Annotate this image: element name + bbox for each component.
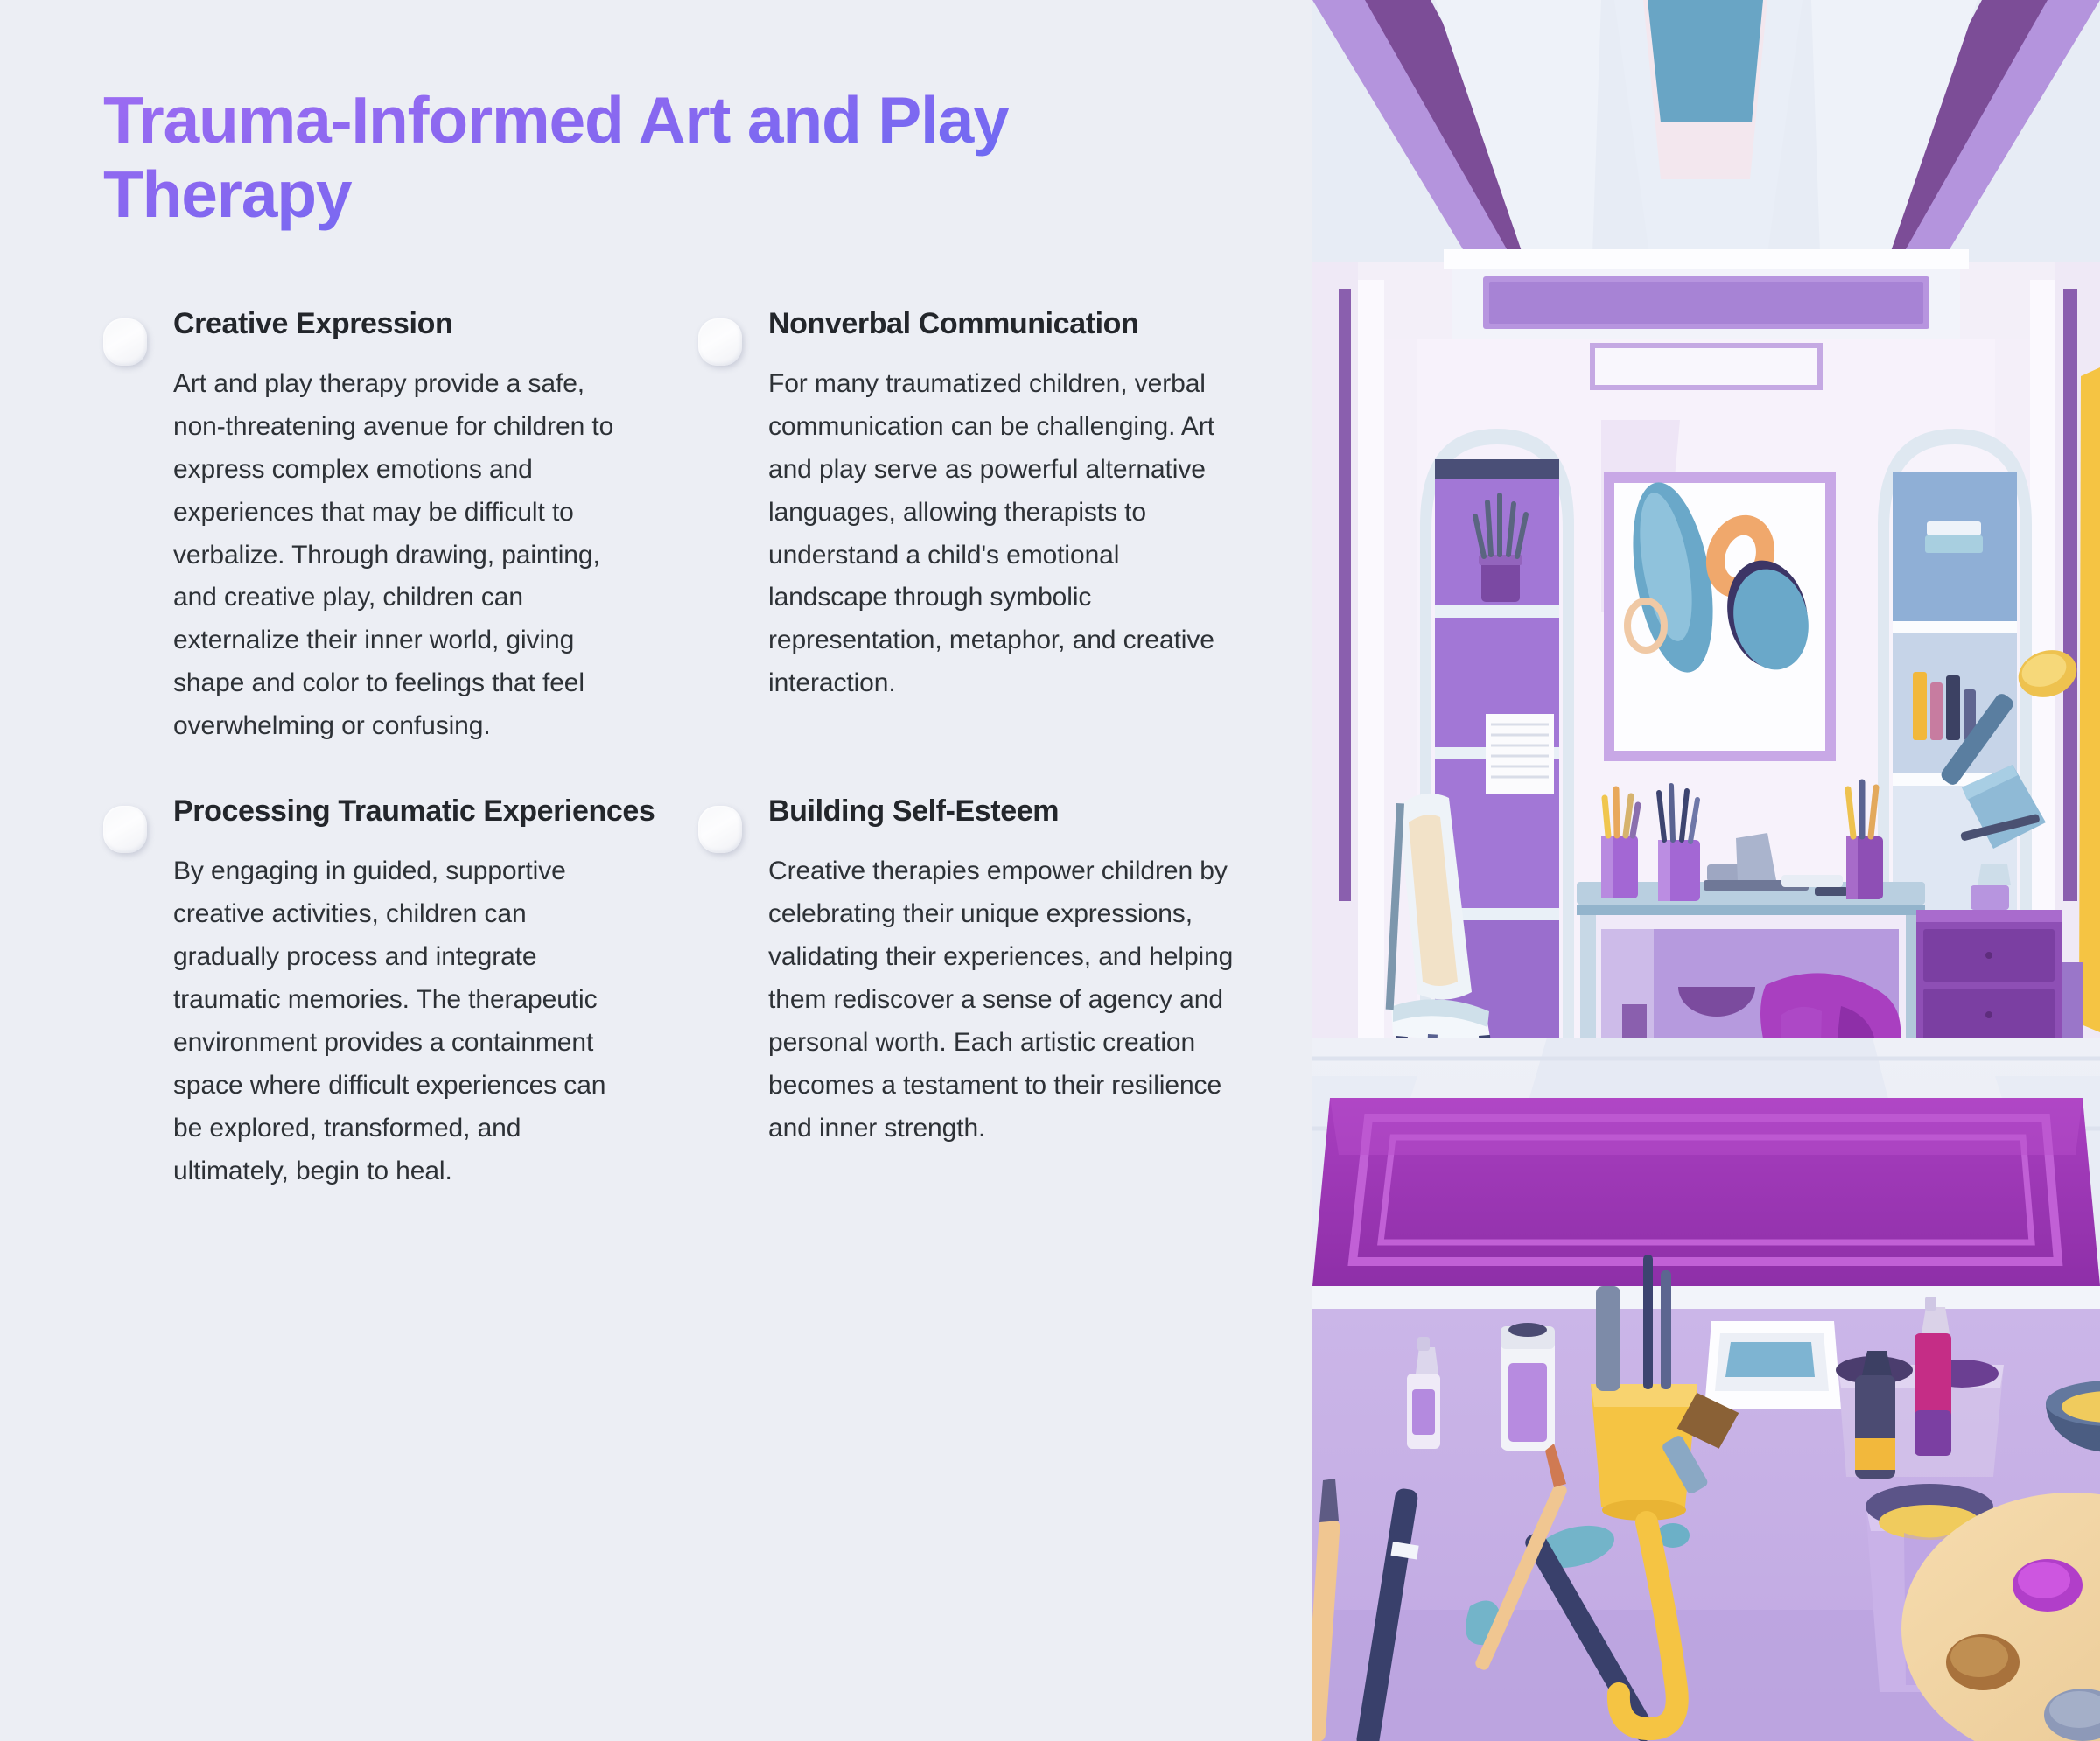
feature-body: Creative Expression Art and play therapy… (173, 306, 676, 748)
feature-item-nonverbal-communication: Nonverbal Communication For many traumat… (698, 306, 1271, 706)
squircle-bullet-icon (698, 805, 742, 853)
feature-title: Nonverbal Communication (768, 306, 1139, 340)
feature-item-building-self-esteem: Building Self-Esteem Creative therapies … (698, 794, 1271, 1150)
feature-text: Creative therapies empower children by c… (768, 857, 1234, 1143)
feature-body: Building Self-Esteem Creative therapies … (768, 794, 1271, 1150)
content-panel: Trauma-Informed Art and Play Therapy Cre… (103, 83, 1312, 1239)
squircle-bullet-icon (698, 318, 742, 366)
feature-item-processing-traumatic-experiences: Processing Traumatic Experiences By enga… (103, 794, 676, 1193)
feature-title: Building Self-Esteem (768, 794, 1060, 828)
feature-grid: Creative Expression Art and play therapy… (103, 306, 1312, 1239)
feature-text: By engaging in guided, supportive creati… (173, 857, 606, 1185)
feature-title: Processing Traumatic Experiences (173, 794, 655, 828)
feature-body: Processing Traumatic Experiences By enga… (173, 794, 676, 1193)
studio-scene-svg (1312, 0, 2100, 1741)
squircle-bullet-icon (103, 805, 147, 853)
feature-text: For many traumatized children, verbal co… (768, 368, 1214, 698)
feature-title: Creative Expression (173, 306, 453, 340)
squircle-bullet-icon (103, 318, 147, 366)
page-title: Trauma-Informed Art and Play Therapy (103, 83, 1180, 232)
feature-body: Nonverbal Communication For many traumat… (768, 306, 1271, 706)
art-therapy-studio-illustration (1312, 0, 2100, 1741)
feature-item-creative-expression: Creative Expression Art and play therapy… (103, 306, 676, 748)
feature-text: Art and play therapy provide a safe, non… (173, 368, 614, 741)
